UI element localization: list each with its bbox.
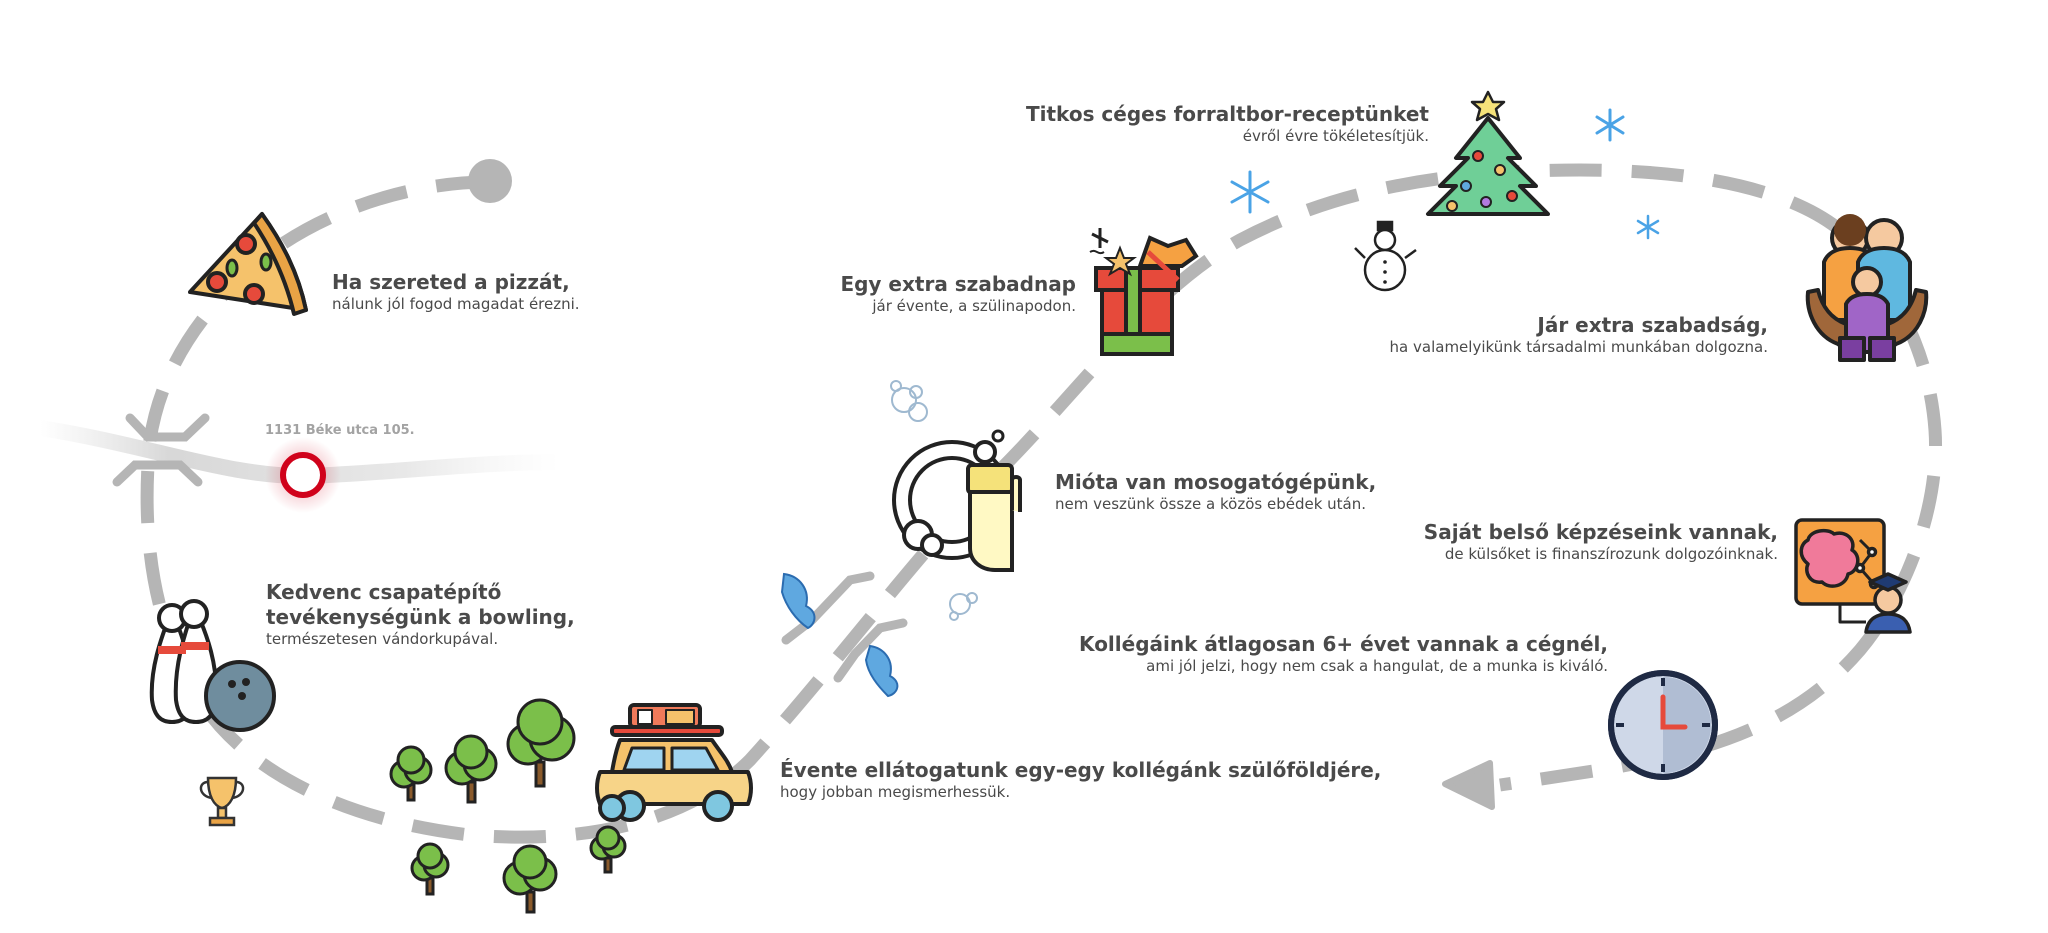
snowman-icon [1354,220,1417,292]
item-text: de külsőket is finanszírozunk dolgozóink… [1444,545,1778,563]
pizza-icon [188,212,308,316]
item-title: Mióta van mosogatógépünk, [1055,470,1377,494]
item-volunteer: Jár extra szabadság, ha valamelyikünk tá… [1390,313,1768,357]
training-icon [1794,518,1912,634]
item-title: Egy extra szabadnap [840,272,1076,296]
item-title-line2: tevékenységünk a bowling, [266,605,575,629]
address-label: 1131 Béke utca 105. [265,423,415,438]
item-car: Évente ellátogatunk egy-egy kollégánk sz… [780,758,1381,802]
tree-icon [410,842,450,896]
item-bowling: Kedvenc csapatépítő tevékenységünk a bow… [266,580,575,649]
snowflake-icon [1636,214,1660,240]
item-dishwasher: Mióta van mosogatógépünk, nem veszünk ös… [1055,470,1376,514]
christmas-tree-icon [1426,90,1550,216]
item-title: Kollégáink átlagosan 6+ évet vannak a cé… [1079,632,1608,656]
item-mulled-wine: Titkos céges forraltbor-receptünket évrő… [1026,102,1429,146]
gift-icon [1089,228,1199,356]
item-text: hogy jobban megismerhessük. [780,783,1011,801]
item-training: Saját belső képzéseink vannak, de külsők… [1424,520,1778,564]
bridge-icon [112,413,210,487]
bubbles-icon [890,380,978,621]
tree-icon [389,745,433,802]
item-text: jár évente, a szülinapodon. [872,297,1076,315]
tree-icon [589,825,627,874]
snowflake-icon [1230,170,1270,214]
item-title: Saját belső képzéseink vannak, [1423,520,1778,544]
timeline-path [140,163,1943,844]
item-text: természetesen vándorkupával. [266,630,499,648]
item-text: évről évre tökéletesítjük. [1242,127,1429,145]
item-title: Ha szereted a pizzát, [332,270,570,294]
item-title: Titkos céges forraltbor-receptünket [1026,102,1429,126]
trophy-icon [199,776,245,827]
end-arrow [1442,760,1495,810]
item-gift: Egy extra szabadnap jár évente, a szülin… [840,272,1076,316]
family-icon [1805,214,1929,362]
water-splash-icon [780,572,899,698]
tree-icon [506,698,576,788]
location-marker-icon [280,452,326,498]
bridge-icon [781,571,908,683]
item-title: Kedvenc csapatépítő [266,580,502,604]
snowflake-icon [1595,108,1625,142]
car-icon [595,703,753,822]
item-text: ami jól jelzi, hogy nem csak a hangulat,… [1146,657,1608,675]
start-dot [468,159,512,203]
dish-washing-icon [892,429,1022,572]
item-pizza: Ha szereted a pizzát, nálunk jól fogod m… [332,270,580,314]
tree-icon [502,844,558,914]
item-title: Jár extra szabadság, [1537,313,1768,337]
item-text: nem veszünk össze a közös ebédek után. [1055,495,1367,513]
clock-icon [1608,670,1718,780]
item-title: Évente ellátogatunk egy-egy kollégánk sz… [780,758,1382,782]
item-text: ha valamelyikünk társadalmi munkában dol… [1389,338,1768,356]
tree-icon [444,734,498,804]
item-text: nálunk jól fogod magadat érezni. [332,295,580,313]
item-seniority: Kollégáink átlagosan 6+ évet vannak a cé… [1079,632,1608,676]
bowling-icon [149,599,276,732]
